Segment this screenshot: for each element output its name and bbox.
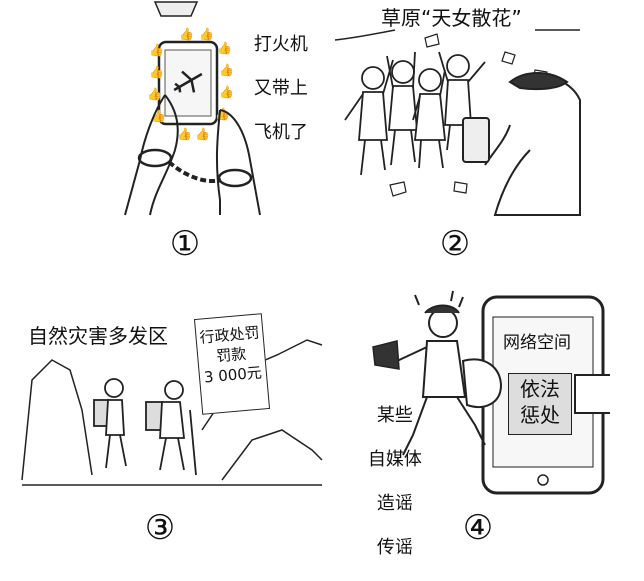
panel-2-caption: 草原“天女散花” — [381, 6, 522, 30]
crowd-icon — [344, 51, 486, 176]
comic-panel-4: 网络空间 依法 惩处 某些 自媒体 造谣 传谣 — [345, 285, 610, 558]
panel-1-illustration: 👍👍 👍👍 👍👍 👍👍 👍👍 👍👍 — [124, 1, 261, 216]
running-man-icon — [396, 290, 486, 456]
hiker-icon — [93, 378, 197, 476]
phone-icon — [462, 117, 490, 163]
airplane-icon — [173, 70, 203, 93]
panel-3-illustration — [21, 339, 323, 486]
svg-text:👍: 👍 — [147, 87, 162, 101]
svg-text:👍: 👍 — [149, 65, 164, 79]
svg-text:👍: 👍 — [217, 41, 232, 55]
fine-notice-sign: 行政处罚 罚款 3 000元 — [193, 313, 271, 415]
caption-line-3: 飞机了 — [253, 122, 308, 143]
comic-panel-2: 草原“天女散花” — [334, 0, 581, 216]
self-media-label: 某些 自媒体 造谣 传谣 — [345, 383, 422, 581]
panel-3-caption: 自然灾害多发区 — [28, 324, 168, 348]
side-line-4: 传谣 — [376, 537, 413, 558]
stamp-line-1: 依法 — [520, 377, 560, 401]
panel-1-number: ① — [169, 224, 201, 264]
panel-1-caption: 打火机 又带上 飞机了 — [231, 12, 308, 166]
megaphone-icon — [372, 340, 400, 370]
stamp-line-2: 惩处 — [520, 403, 560, 427]
panel-4-number: ④ — [462, 508, 494, 548]
panel-3-number: ③ — [144, 508, 176, 548]
screen-title: 网络空间 — [503, 333, 571, 353]
fist-icon — [461, 358, 610, 414]
spectator-icon — [484, 72, 581, 216]
caption-line-1: 打火机 — [253, 34, 308, 55]
svg-text:👍: 👍 — [195, 127, 210, 141]
comic-panel-1: 👍👍 👍👍 👍👍 👍👍 👍👍 👍👍 打火机 又带上 飞机了 — [95, 0, 308, 216]
panel-2-number: ② — [439, 224, 471, 264]
svg-text:👍: 👍 — [179, 27, 194, 41]
handcuffs-icon — [137, 148, 253, 188]
comic-panel-3: 自然灾害多发区 行政处罚 罚款 3 000元 — [21, 300, 323, 495]
mountain-icon — [21, 339, 323, 486]
lamp-icon — [153, 1, 199, 17]
svg-text:👍: 👍 — [219, 63, 234, 77]
side-line-2: 自媒体 — [367, 449, 422, 470]
svg-text:👍: 👍 — [219, 85, 234, 99]
thumbs-up-icon: 👍👍 👍👍 👍👍 👍👍 👍👍 👍👍 — [147, 27, 234, 141]
svg-text:👍: 👍 — [199, 27, 214, 41]
sign-line-3: 3 000元 — [203, 363, 263, 387]
panel-2-illustration — [334, 29, 581, 216]
caption-line-2: 又带上 — [253, 78, 308, 99]
law-enforcement-stamp: 依法 惩处 — [508, 373, 572, 435]
side-line-1: 某些 — [376, 405, 413, 426]
svg-text:👍: 👍 — [177, 127, 192, 141]
side-line-3: 造谣 — [376, 493, 413, 514]
svg-text:👍: 👍 — [149, 43, 164, 57]
